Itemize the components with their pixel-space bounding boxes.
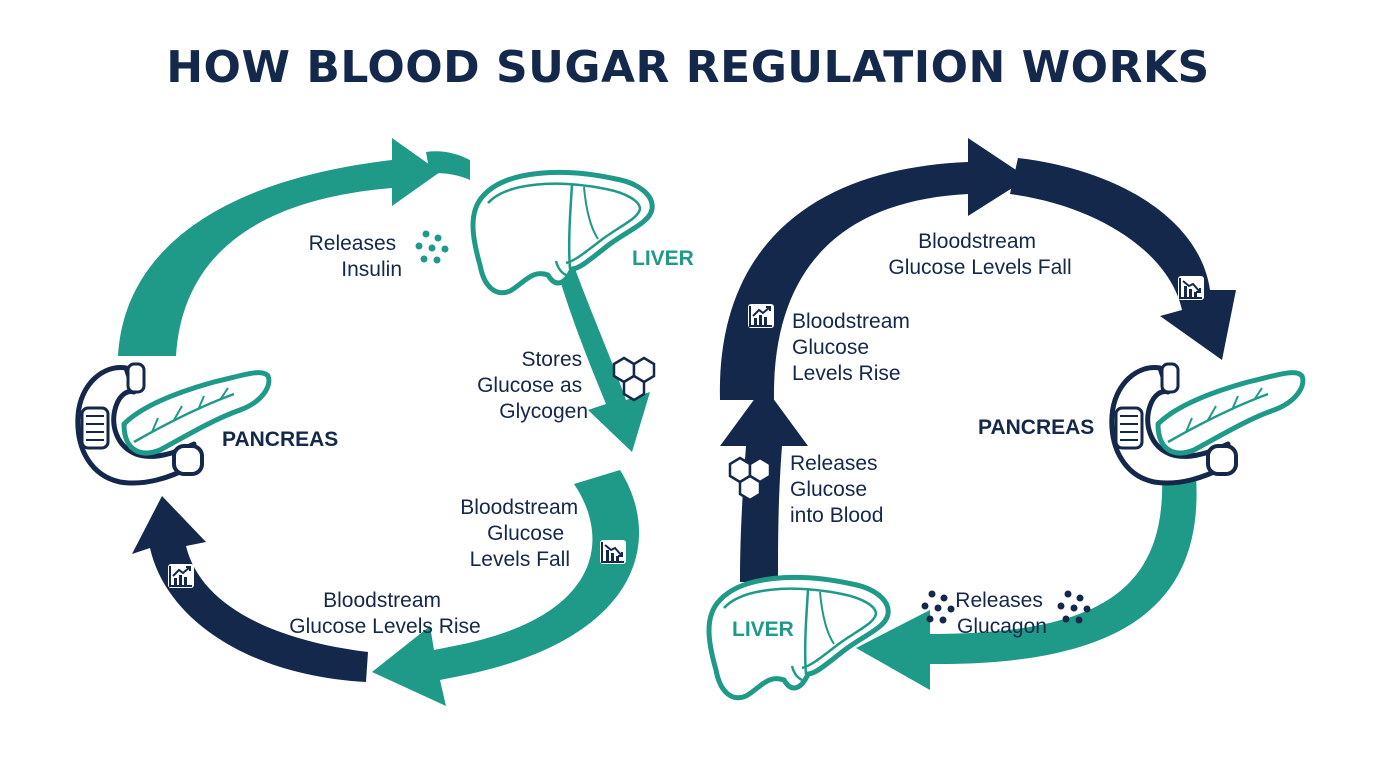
pancreas-label-right: PANCREAS	[978, 416, 1094, 439]
dots-icon	[415, 230, 449, 264]
arrow-top-navy	[719, 138, 1028, 400]
label-stores-glucose: Stores Glucose as Glycogen	[477, 348, 588, 423]
arrow-pancreas-to-liver-right	[856, 476, 1197, 690]
arrow-top-right-navy	[1010, 158, 1236, 360]
liver-icon	[473, 172, 652, 292]
arrow-up-from-liver	[720, 386, 808, 582]
label-releases-glucagon: Releases Glucagon	[955, 589, 1048, 638]
pancreas-icon	[78, 364, 269, 483]
liver-label-right: LIVER	[732, 618, 794, 641]
label-releases-insulin: Releases Insulin	[309, 232, 402, 281]
label-releases-glucose: Releases Glucose into Blood	[790, 452, 883, 527]
arrow-pancreas-to-liver	[118, 138, 440, 356]
label-levels-fall-right: Bloodstream Glucose Levels Fall	[888, 230, 1071, 279]
chart-up-icon	[167, 563, 195, 589]
label-levels-fall-left: Bloodstream Glucose Levels Fall	[460, 496, 584, 571]
chart-down-icon	[1177, 275, 1205, 301]
pancreas-label-left: PANCREAS	[222, 428, 338, 451]
page-title: HOW BLOOD SUGAR REGULATION WORKS	[166, 42, 1210, 93]
arrow-liver-down	[560, 266, 650, 452]
arrow-rise-to-pancreas	[132, 496, 368, 682]
chart-up-icon	[747, 303, 775, 329]
liver-label-left: LIVER	[632, 247, 694, 270]
label-levels-rise-left: Bloodstream Glucose Levels Rise	[289, 589, 480, 638]
label-levels-rise-right: Bloodstream Glucose Levels Rise	[792, 310, 916, 385]
arrow-fall-to-rise	[372, 470, 640, 706]
chart-down-icon	[599, 539, 627, 565]
arrow-into-liver	[426, 151, 470, 180]
pancreas-icon	[1112, 364, 1303, 483]
